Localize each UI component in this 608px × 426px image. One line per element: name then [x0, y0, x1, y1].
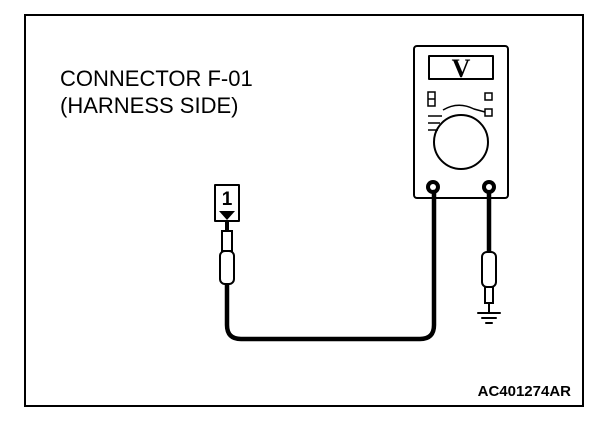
voltmeter-range-mark-top-right [484, 92, 493, 101]
voltmeter-mode-symbol: V [452, 54, 471, 83]
voltmeter-display [428, 55, 494, 80]
ground-icon [477, 312, 501, 324]
voltmeter: V [413, 45, 509, 199]
voltmeter-body [413, 45, 509, 199]
voltmeter-dial [433, 114, 489, 170]
test-lead-positive [224, 189, 437, 342]
connector-pin-label: 1 [222, 189, 233, 210]
voltmeter-range-mark-right [484, 108, 493, 117]
connector-pin-arrow [219, 211, 235, 220]
voltmeter-jack-positive [426, 180, 440, 194]
connector-caption-line2: (HARNESS SIDE) [60, 93, 238, 118]
voltmeter-range-arc [442, 104, 486, 113]
figure-id: AC401274AR [478, 383, 572, 400]
connector-caption-line1: CONNECTOR F-01 [60, 66, 253, 91]
diagram-frame [24, 14, 584, 407]
voltmeter-jack-negative [482, 180, 496, 194]
test-probe-negative [481, 251, 497, 313]
connector-terminal: 1 [214, 184, 240, 222]
test-probe-positive [219, 221, 235, 285]
